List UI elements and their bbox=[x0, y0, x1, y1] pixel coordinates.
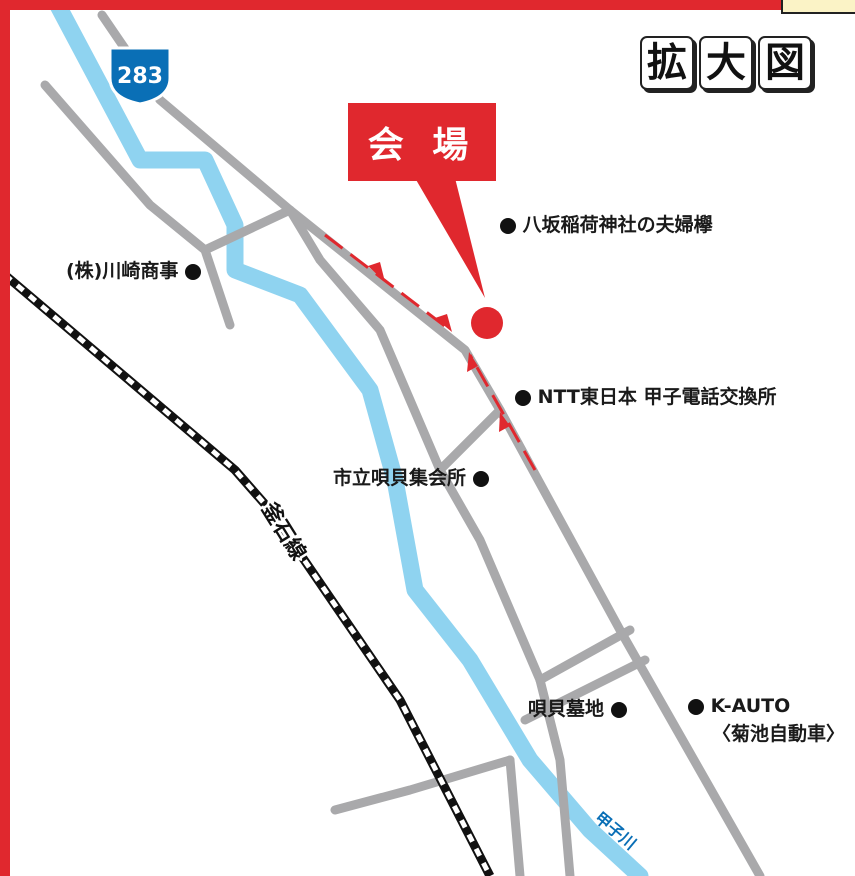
railway-ties bbox=[3, 273, 493, 876]
kauto-sub-label: 〈菊池自動車〉 bbox=[712, 723, 846, 745]
arrow-head-icon bbox=[368, 262, 385, 282]
black-dot-icon bbox=[472, 470, 489, 487]
black-dot-icon bbox=[610, 701, 627, 718]
venue-dot-icon bbox=[471, 307, 503, 339]
frame-top-border bbox=[0, 0, 855, 10]
side-road bbox=[535, 625, 635, 685]
title-char: 大 bbox=[699, 36, 753, 90]
map-title: 拡 大 図 bbox=[640, 36, 812, 90]
side-road bbox=[330, 755, 515, 815]
route-number: 283 bbox=[117, 63, 163, 89]
black-dot-icon bbox=[515, 389, 531, 406]
black-dot-icon bbox=[688, 698, 704, 715]
hall-label: 市立唄貝集会所 bbox=[333, 467, 467, 489]
landmark-kawasaki: (株)川崎商事 bbox=[66, 262, 201, 281]
frame-left-border bbox=[0, 0, 10, 876]
arrow-route bbox=[468, 354, 537, 471]
arrow-head-icon bbox=[467, 352, 478, 372]
venue-callout: 会 場 bbox=[348, 103, 496, 181]
kauto-label: K-AUTO bbox=[710, 695, 791, 717]
arrow-head-icon bbox=[499, 412, 510, 432]
title-char: 図 bbox=[758, 36, 812, 90]
black-dot-icon bbox=[185, 263, 201, 280]
side-road bbox=[200, 205, 295, 255]
shrine-label: 八坂稲荷神社の夫婦欅 bbox=[522, 214, 713, 236]
black-dot-icon bbox=[500, 217, 516, 234]
river bbox=[46, 0, 649, 876]
arrow-route bbox=[324, 233, 451, 332]
ntt-label: NTT東日本 甲子電話交換所 bbox=[537, 386, 777, 408]
landmark-cemetery: 唄貝墓地 bbox=[528, 700, 627, 719]
landmark-kauto: K-AUTO bbox=[688, 697, 790, 716]
landmark-hall: 市立唄貝集会所 bbox=[333, 469, 489, 488]
route-shield-icon bbox=[108, 46, 172, 106]
landmark-kauto-sub: 〈菊池自動車〉 bbox=[712, 725, 845, 744]
corner-tab bbox=[781, 0, 855, 14]
side-road bbox=[435, 405, 505, 475]
callout-pointer bbox=[415, 178, 485, 298]
side-road bbox=[40, 80, 235, 330]
side-road bbox=[520, 655, 650, 725]
rail-label: 釜石線 bbox=[257, 497, 311, 564]
landmark-ntt: NTT東日本 甲子電話交換所 bbox=[515, 388, 777, 407]
cemetery-label: 唄貝墓地 bbox=[528, 698, 605, 720]
title-char: 拡 bbox=[640, 36, 694, 90]
main-road-283 bbox=[97, 10, 765, 876]
arrow-head-icon bbox=[435, 314, 452, 332]
landmark-shrine: 八坂稲荷神社の夫婦欅 bbox=[500, 216, 713, 235]
kawasaki-label: (株)川崎商事 bbox=[66, 260, 179, 282]
side-road bbox=[285, 205, 545, 685]
side-road bbox=[505, 755, 525, 876]
